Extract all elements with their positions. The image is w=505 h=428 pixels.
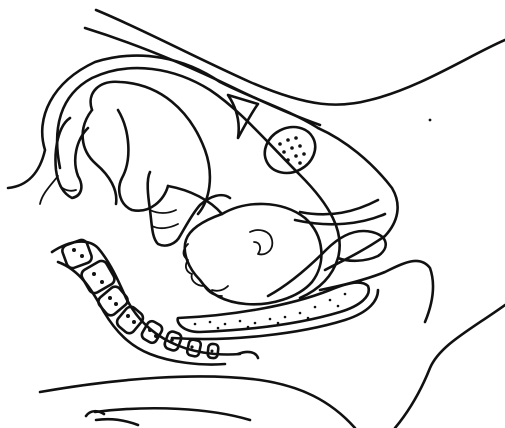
canal-dots — [194, 293, 347, 330]
uterine-layer — [40, 176, 58, 204]
vertebrae — [61, 238, 219, 358]
anterior-layer-1 — [300, 200, 378, 214]
fetus-ear — [250, 230, 272, 254]
fetus-hand — [150, 210, 178, 228]
perineum — [238, 352, 258, 358]
fetus-mouth — [212, 286, 228, 291]
oval-organ-dots — [278, 136, 306, 165]
leg-contour — [96, 419, 138, 425]
fetus-thigh — [118, 110, 168, 211]
buttock-contour — [40, 376, 355, 428]
fetus-face — [184, 244, 223, 296]
bottom-hook — [86, 411, 104, 416]
small-mark — [429, 119, 432, 122]
fetus-buttock — [83, 110, 117, 204]
uterine-wall-inner — [57, 68, 340, 298]
spine-front — [52, 242, 240, 355]
thigh-contour — [95, 408, 250, 420]
fetus-head — [185, 204, 322, 304]
oval-organ — [257, 118, 324, 181]
back-contour — [395, 305, 505, 428]
